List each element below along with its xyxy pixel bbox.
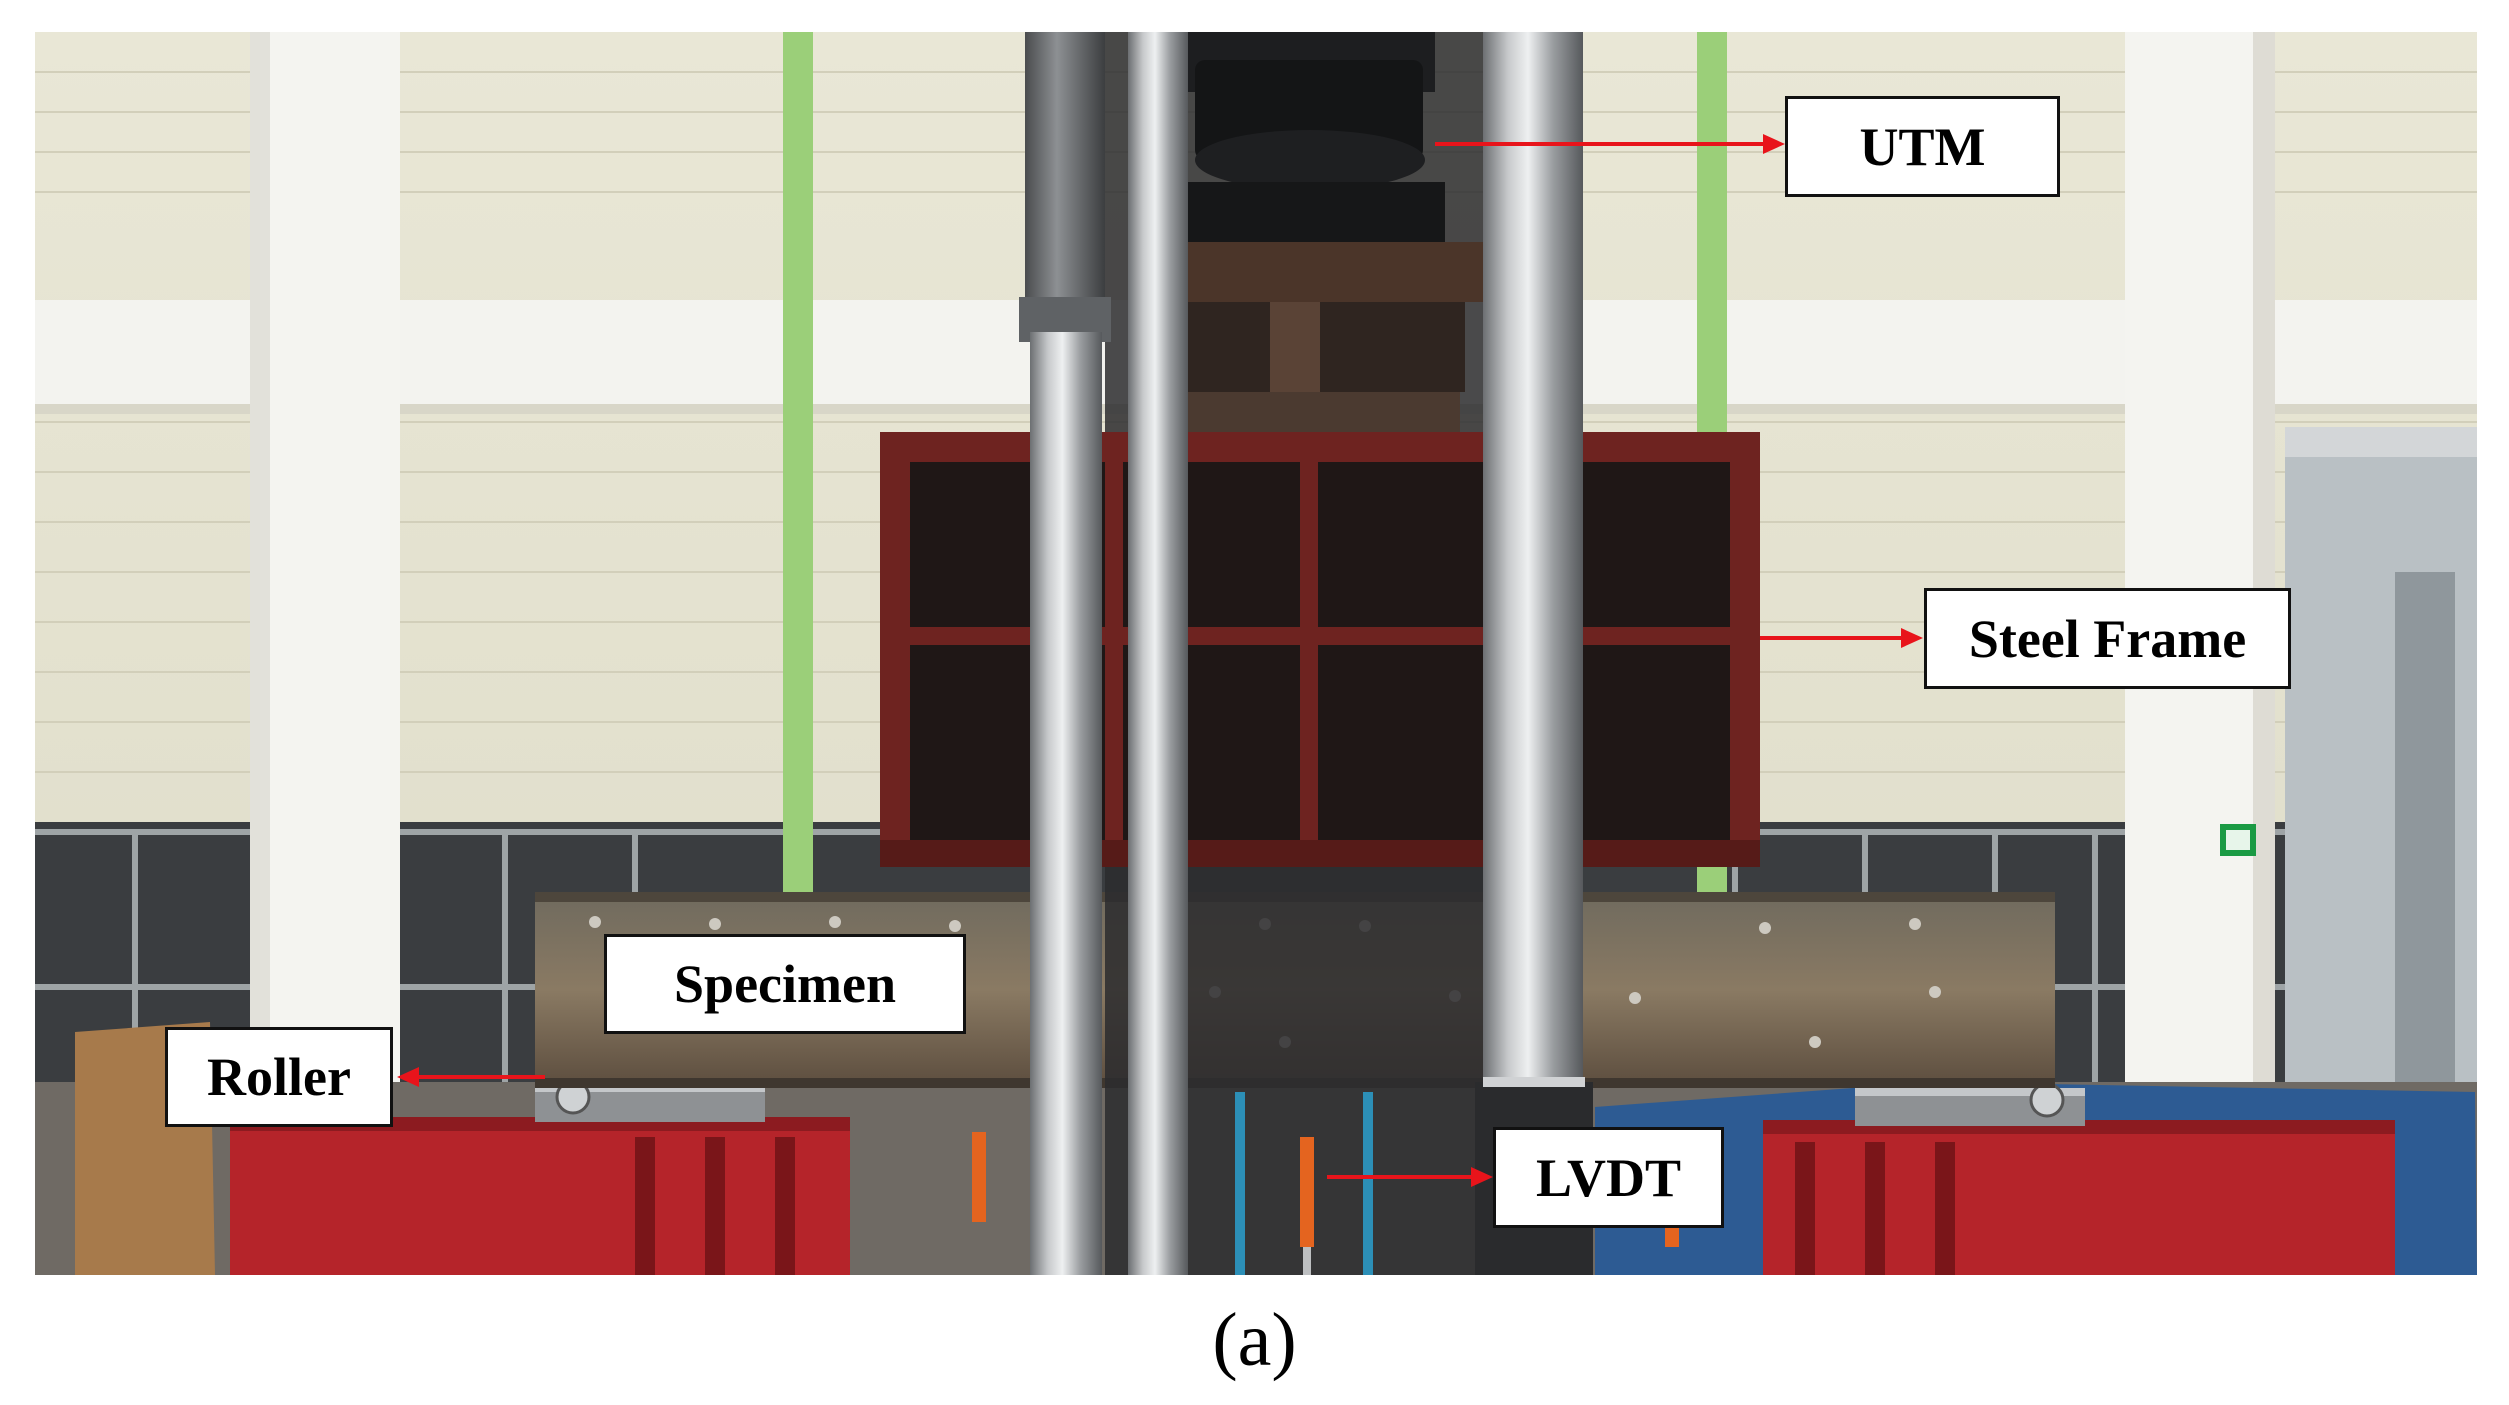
right-support-block: [1763, 1120, 2395, 1275]
left-support-block: [230, 1117, 850, 1275]
figure-caption: (a): [1212, 1298, 1297, 1382]
steel-frame-label: Steel Frame: [1924, 588, 2291, 689]
roller-label: Roller: [165, 1027, 393, 1127]
test-setup-photo: [35, 32, 2477, 1275]
annotation-arrows: [397, 134, 1923, 1187]
specimen-label: Specimen: [604, 934, 966, 1034]
left-lvdt: [972, 1132, 986, 1222]
utm-load-head: [1135, 32, 1490, 432]
steel-frame: [880, 432, 1760, 867]
utm-columns: [1019, 32, 1593, 1275]
utm-label: UTM: [1785, 96, 2060, 197]
lvdt-label: LVDT: [1493, 1127, 1724, 1228]
lvdt-sensor: [1235, 1092, 1373, 1275]
right-roller: [1855, 1082, 2085, 1126]
